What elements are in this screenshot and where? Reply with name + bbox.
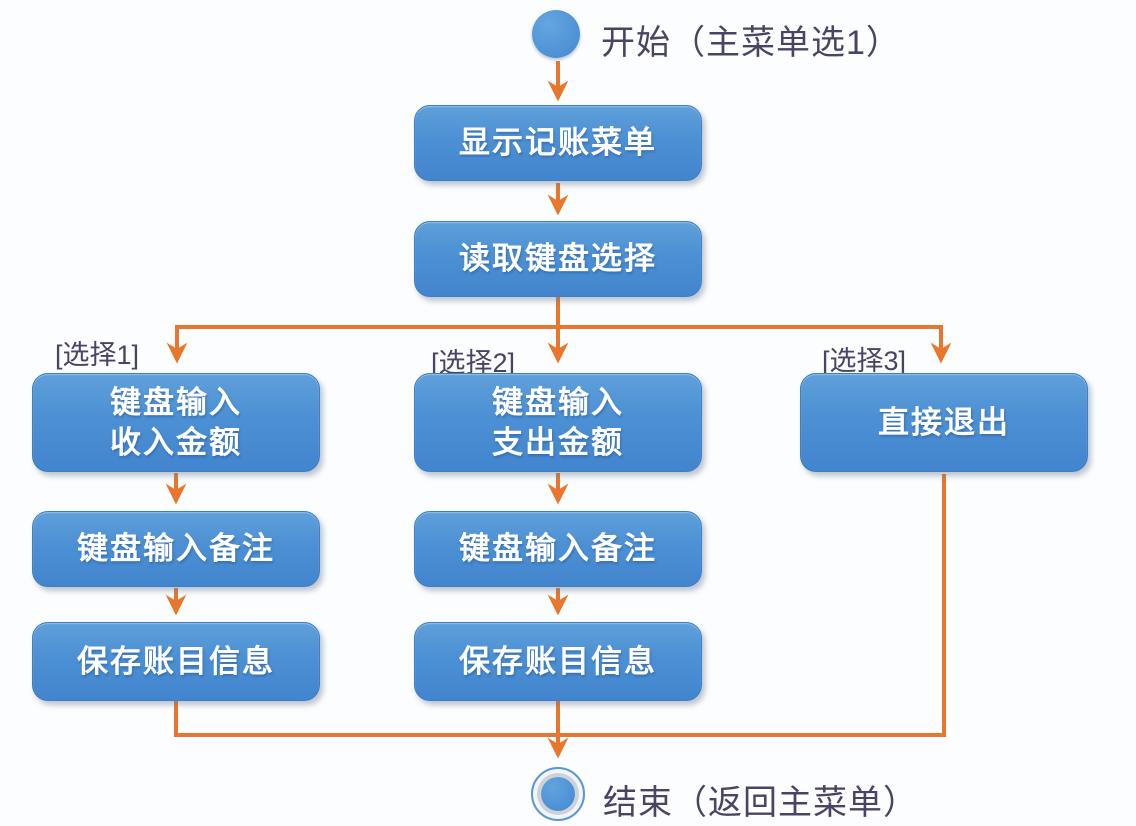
end-terminator-inner-disc bbox=[541, 777, 575, 811]
node-input-income-line1: 键盘输入 bbox=[110, 385, 242, 421]
node-input-note-left-label: 键盘输入备注 bbox=[77, 531, 275, 567]
node-input-note-middle: 键盘输入备注 bbox=[414, 511, 702, 587]
node-input-income-line2: 收入金额 bbox=[110, 424, 242, 460]
node-save-account-middle-label: 保存账目信息 bbox=[459, 643, 657, 679]
node-input-expense-line1: 键盘输入 bbox=[492, 385, 624, 421]
node-read-keyboard: 读取键盘选择 bbox=[414, 221, 702, 297]
node-direct-exit: 直接退出 bbox=[800, 373, 1088, 472]
node-save-account-middle: 保存账目信息 bbox=[414, 622, 702, 701]
node-input-expense: 键盘输入 支出金额 bbox=[414, 373, 702, 472]
node-save-account-left: 保存账目信息 bbox=[32, 622, 320, 701]
node-input-income: 键盘输入 收入金额 bbox=[32, 373, 320, 472]
node-read-keyboard-label: 读取键盘选择 bbox=[459, 241, 657, 277]
branch-label-choice-1: [选择1] bbox=[55, 340, 140, 370]
end-terminator bbox=[531, 767, 585, 821]
end-label: 结束（返回主菜单） bbox=[603, 784, 918, 822]
node-save-account-left-label: 保存账目信息 bbox=[77, 643, 275, 679]
start-terminator bbox=[532, 10, 580, 58]
node-display-menu-label: 显示记账菜单 bbox=[459, 125, 657, 161]
node-input-note-middle-label: 键盘输入备注 bbox=[459, 531, 657, 567]
branch-label-choice-3: [选择3] bbox=[822, 346, 907, 376]
node-input-note-left: 键盘输入备注 bbox=[32, 511, 320, 587]
node-display-menu: 显示记账菜单 bbox=[414, 105, 702, 181]
node-direct-exit-label: 直接退出 bbox=[878, 404, 1010, 440]
node-input-expense-line2: 支出金额 bbox=[492, 424, 624, 460]
start-label: 开始（主菜单选1） bbox=[601, 24, 901, 62]
